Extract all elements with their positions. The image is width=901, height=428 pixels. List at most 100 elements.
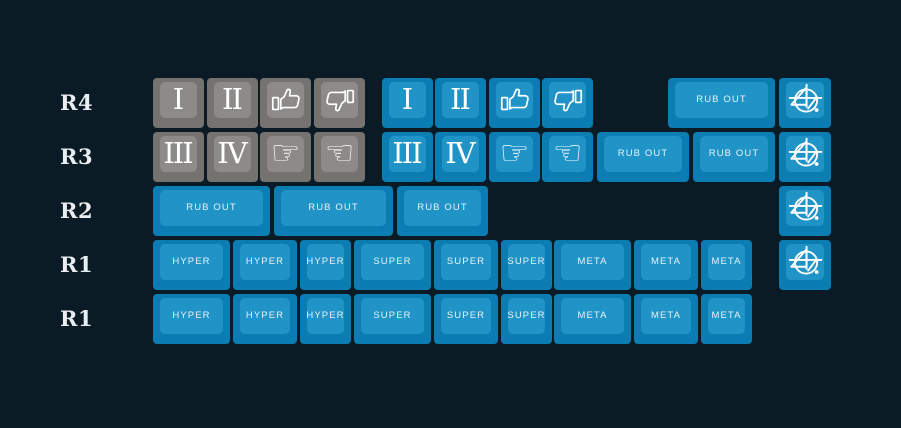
key-iii[interactable]: III <box>153 132 204 182</box>
point-left-icon: ☜ <box>324 133 355 171</box>
keycap-top: META <box>708 298 745 334</box>
key-i[interactable]: I <box>153 78 204 128</box>
key-legend: RUB OUT <box>696 93 747 105</box>
key-rub-out[interactable]: RUB OUT <box>597 132 689 182</box>
roman-numeral-legend: II <box>222 81 243 116</box>
keycap-top <box>786 82 824 118</box>
key-hyper[interactable]: HYPER <box>233 294 297 344</box>
key-thumbs-up[interactable] <box>489 78 540 128</box>
key-thumbs-down[interactable] <box>542 78 593 128</box>
key-hyper[interactable]: HYPER <box>233 240 297 290</box>
keycap-top: II <box>214 82 251 118</box>
key-hyper[interactable]: HYPER <box>153 240 230 290</box>
roman-numeral-legend: I <box>172 81 185 116</box>
key-iv[interactable]: IV <box>435 132 486 182</box>
row-label: R4 <box>60 90 94 115</box>
keycap-top: SUPER <box>507 298 546 334</box>
key-point-right[interactable]: ☞ <box>260 132 311 182</box>
key-orbit-logo[interactable] <box>779 240 831 290</box>
key-legend: HYPER <box>245 309 285 321</box>
row-label: R1 <box>60 306 94 331</box>
keycap-top: SUPER <box>361 298 424 334</box>
key-thumbs-down[interactable] <box>314 78 365 128</box>
orbit-logo-icon <box>786 135 824 173</box>
key-legend: HYPER <box>306 255 345 267</box>
key-rub-out[interactable]: RUB OUT <box>397 186 488 236</box>
key-rub-out[interactable]: RUB OUT <box>668 78 775 128</box>
key-i[interactable]: I <box>382 78 433 128</box>
keycap-top <box>267 82 304 118</box>
key-super[interactable]: SUPER <box>501 294 552 344</box>
key-legend: META <box>577 309 608 321</box>
key-point-left[interactable]: ☜ <box>542 132 593 182</box>
keycap-top: II <box>442 82 479 118</box>
orbit-logo-icon <box>786 243 824 281</box>
key-rub-out[interactable]: RUB OUT <box>274 186 393 236</box>
key-meta[interactable]: META <box>554 294 631 344</box>
key-legend: SUPER <box>446 255 486 267</box>
key-meta[interactable]: META <box>701 240 752 290</box>
key-point-left[interactable]: ☜ <box>314 132 365 182</box>
orbit-logo-icon <box>786 189 824 227</box>
key-iv[interactable]: IV <box>207 132 258 182</box>
key-rub-out[interactable]: RUB OUT <box>153 186 270 236</box>
keycap-top: ☜ <box>321 136 358 172</box>
key-super[interactable]: SUPER <box>434 240 498 290</box>
key-super[interactable]: SUPER <box>501 240 552 290</box>
point-right-icon: ☞ <box>270 133 301 171</box>
key-thumbs-up[interactable] <box>260 78 311 128</box>
key-legend: RUB OUT <box>417 201 468 213</box>
keycap-top: META <box>641 298 691 334</box>
keycap-top: RUB OUT <box>160 190 263 226</box>
keycap-top: HYPER <box>306 298 344 334</box>
key-rub-out[interactable]: RUB OUT <box>693 132 775 182</box>
key-legend: SUPER <box>373 309 412 321</box>
key-hyper[interactable]: HYPER <box>153 294 230 344</box>
keycap-top: HYPER <box>306 244 345 280</box>
key-legend: SUPER <box>507 255 546 267</box>
key-super[interactable]: SUPER <box>354 294 431 344</box>
keycap-top <box>786 190 824 226</box>
key-ii[interactable]: II <box>207 78 258 128</box>
keycap-top: RUB OUT <box>281 190 386 226</box>
key-hyper[interactable]: HYPER <box>300 294 351 344</box>
key-orbit-logo[interactable] <box>779 186 831 236</box>
roman-numeral-legend: IV <box>445 135 475 170</box>
key-meta[interactable]: META <box>554 240 631 290</box>
keycap-top: META <box>561 298 624 334</box>
thumbs-up-icon <box>269 83 303 117</box>
keycap-top: ☞ <box>267 136 304 172</box>
key-orbit-logo[interactable] <box>779 78 831 128</box>
key-legend: META <box>711 255 742 267</box>
thumbs-down-icon <box>323 83 357 117</box>
row-label: R2 <box>60 198 94 223</box>
key-point-right[interactable]: ☞ <box>489 132 540 182</box>
key-legend: RUB OUT <box>617 147 669 159</box>
key-iii[interactable]: III <box>382 132 433 182</box>
roman-numeral-legend: III <box>163 135 193 170</box>
key-hyper[interactable]: HYPER <box>300 240 351 290</box>
key-ii[interactable]: II <box>435 78 486 128</box>
keycap-top: HYPER <box>160 298 223 334</box>
keycap-top: I <box>389 82 426 118</box>
key-orbit-logo[interactable] <box>779 132 831 182</box>
key-legend: META <box>711 309 742 321</box>
key-super[interactable]: SUPER <box>434 294 498 344</box>
key-meta[interactable]: META <box>634 240 698 290</box>
key-meta[interactable]: META <box>701 294 752 344</box>
row-label: R1 <box>60 252 94 277</box>
keycap-top: III <box>160 136 197 172</box>
keycap-top <box>549 82 586 118</box>
key-super[interactable]: SUPER <box>354 240 431 290</box>
key-legend: SUPER <box>507 309 546 321</box>
keycap-top <box>496 82 533 118</box>
roman-numeral-legend: II <box>450 81 471 116</box>
keycap-top: HYPER <box>160 244 223 280</box>
keycap-top: RUB OUT <box>404 190 481 226</box>
keycap-top: RUB OUT <box>700 136 768 172</box>
key-legend: RUB OUT <box>708 147 760 159</box>
key-legend: META <box>650 255 682 267</box>
key-meta[interactable]: META <box>634 294 698 344</box>
key-legend: HYPER <box>172 255 211 267</box>
keycap-top <box>786 244 824 280</box>
